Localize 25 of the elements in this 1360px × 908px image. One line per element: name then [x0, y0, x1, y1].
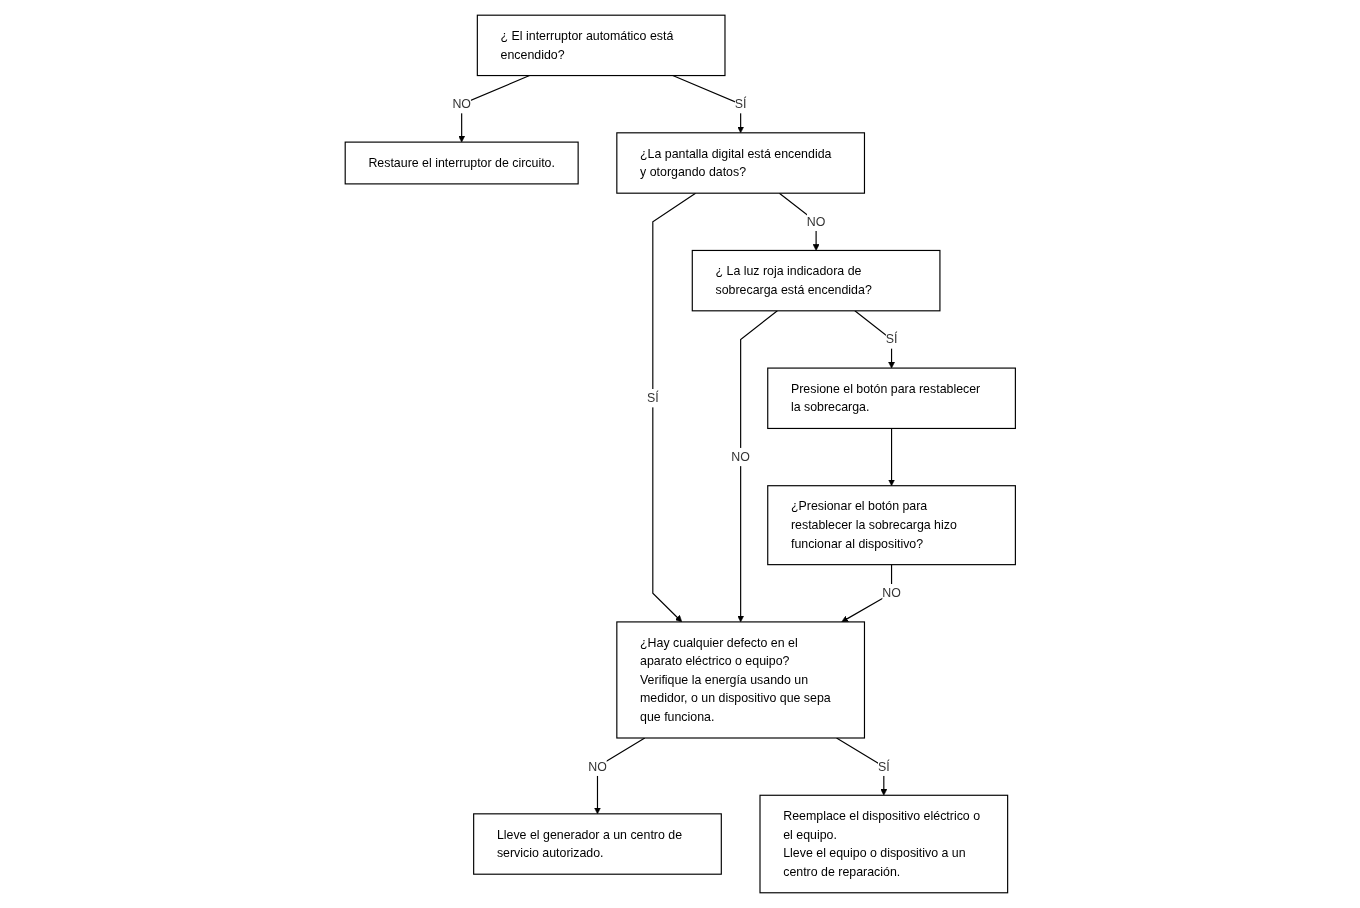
arrow — [736, 310, 778, 623]
edge-label: NO — [452, 97, 471, 111]
node-box: ¿Hay cualquier defecto en el aparato eléctrico o equipo? Verifique la energía usando un medidor, o un dispositivo que sepa que funciona. — [615, 621, 865, 739]
edge-label: NO — [881, 586, 901, 600]
edge-label: NO — [806, 214, 826, 229]
arrow — [835, 737, 887, 796]
edge-label: NO — [587, 759, 607, 773]
edge-label: SÍ — [646, 391, 659, 405]
node-box: Presione el botón para restablecer la sobrecarga. — [766, 367, 1016, 430]
node-box: Lleve el generador a un centro de servicio autorizado. — [472, 813, 722, 875]
edge-label: SÍ — [885, 332, 898, 346]
node-box: ¿La pantalla digital está encendida y otorgando datos? — [615, 132, 865, 194]
arrow — [841, 564, 892, 623]
edge-label: SÍ — [734, 97, 747, 111]
node-box: ¿ La luz roja indicadora de sobrecarga está encendida? — [691, 249, 941, 312]
arrow — [887, 427, 895, 487]
arrow — [778, 192, 820, 251]
edge-label: SÍ — [877, 759, 890, 773]
node-box: ¿Presionar el botón para restablecer la sobrecarga hizo funcionar al dispositivo? — [766, 485, 1016, 566]
arrow — [651, 192, 696, 623]
node-box: ¿ El interruptor automático está encendido? — [476, 14, 726, 77]
node-box: Restaure el interruptor de circuito. — [344, 141, 579, 185]
arrow — [457, 75, 530, 143]
node-box: Reemplace el dispositivo eléctrico o el equipo. Lleve el equipo o dispositivo a un centro de reparación. — [759, 794, 1008, 894]
edge-label: NO — [731, 450, 750, 464]
